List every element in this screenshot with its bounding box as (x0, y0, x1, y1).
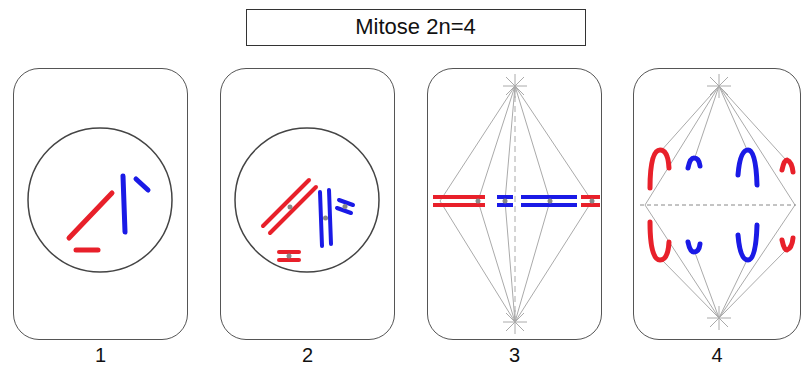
chromatid (279, 258, 299, 262)
chromatid (270, 187, 316, 233)
cell: 1 (13, 68, 188, 340)
chromosome (123, 176, 125, 232)
chromatids (650, 150, 793, 260)
centromere (287, 254, 292, 259)
chromatid (320, 192, 322, 246)
prophase-early (28, 128, 172, 272)
panel-number: 3 (428, 343, 601, 367)
centromere (323, 216, 328, 221)
metaphase (433, 74, 600, 334)
chromosome (136, 179, 148, 190)
panel-number: 4 (634, 343, 800, 367)
spindle (640, 74, 796, 330)
panel-number: 2 (221, 343, 394, 367)
panel-number: 1 (14, 343, 187, 367)
cell: 3 (427, 68, 602, 340)
chromatid (329, 190, 331, 244)
prophase-late (235, 128, 379, 272)
chromatid (279, 250, 299, 254)
chromosome (76, 248, 98, 253)
cell: 4 (633, 68, 801, 340)
cell: 2 (220, 68, 395, 340)
chromosome (69, 193, 112, 238)
anaphase (640, 74, 796, 330)
centromere (343, 204, 348, 209)
title-box: Mitose 2n=4 (246, 9, 586, 46)
centromere (288, 205, 293, 210)
diagram-title: Mitose 2n=4 (355, 14, 475, 40)
nucleus (235, 128, 379, 272)
chromosomes (433, 197, 600, 205)
nucleus (28, 128, 172, 272)
